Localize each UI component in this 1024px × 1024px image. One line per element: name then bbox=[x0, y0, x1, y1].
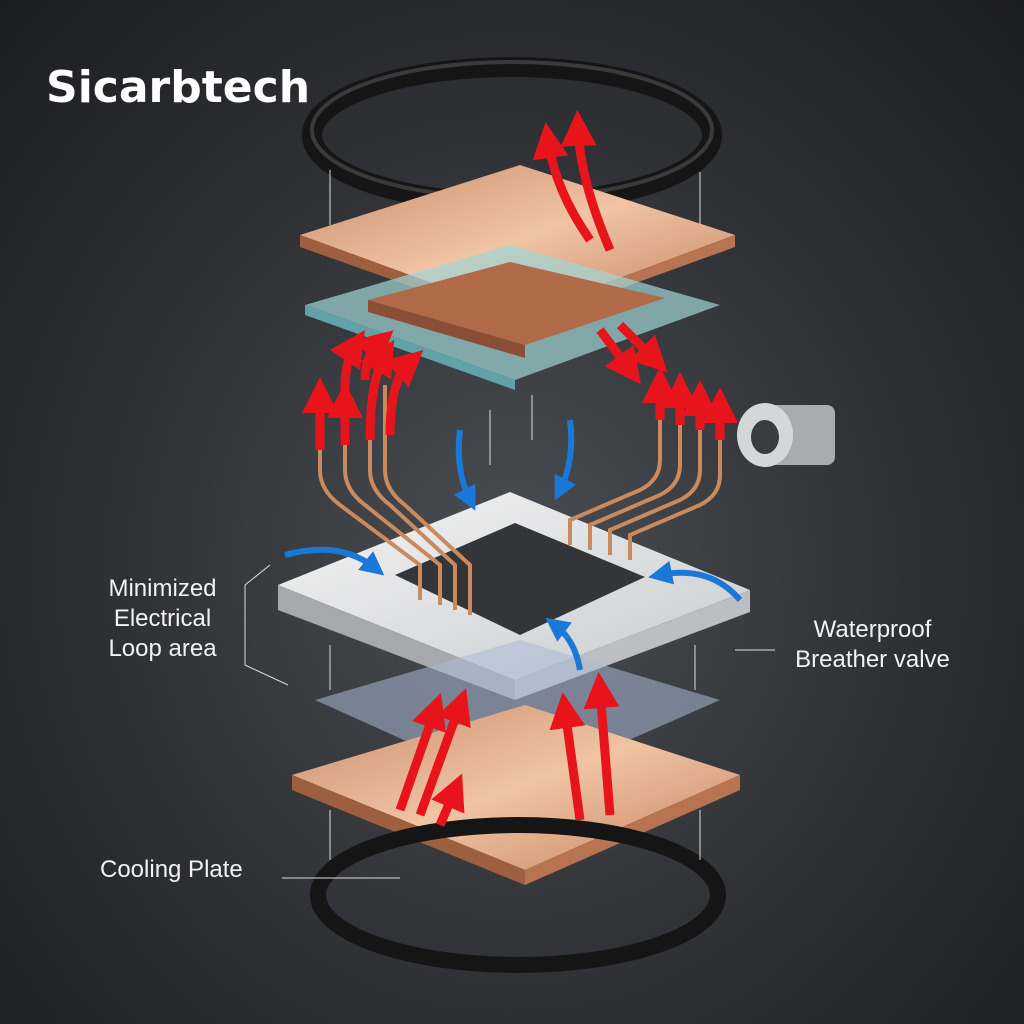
bottom-o-ring bbox=[310, 817, 726, 973]
label-line: Loop area bbox=[108, 635, 217, 662]
label-line: Waterproof bbox=[813, 616, 932, 643]
label-line: Breather valve bbox=[795, 646, 950, 673]
cooling-flow-arrows bbox=[284, 419, 743, 671]
breather-valve bbox=[737, 403, 835, 467]
label-cooling-plate: Cooling Plate bbox=[100, 856, 243, 883]
label-line: Electrical bbox=[113, 605, 212, 632]
heat-flow-arrows bbox=[302, 110, 738, 827]
copper-pins bbox=[318, 385, 722, 615]
brand-title: Sicarbtech bbox=[46, 62, 311, 113]
label-line: Minimized bbox=[108, 575, 217, 602]
guide-lines bbox=[244, 170, 775, 879]
label-breather-valve: Waterproof Breather valve bbox=[785, 615, 960, 675]
glass-plate bbox=[305, 245, 720, 390]
label-loop-area: Minimized Electrical Loop area bbox=[100, 574, 225, 664]
